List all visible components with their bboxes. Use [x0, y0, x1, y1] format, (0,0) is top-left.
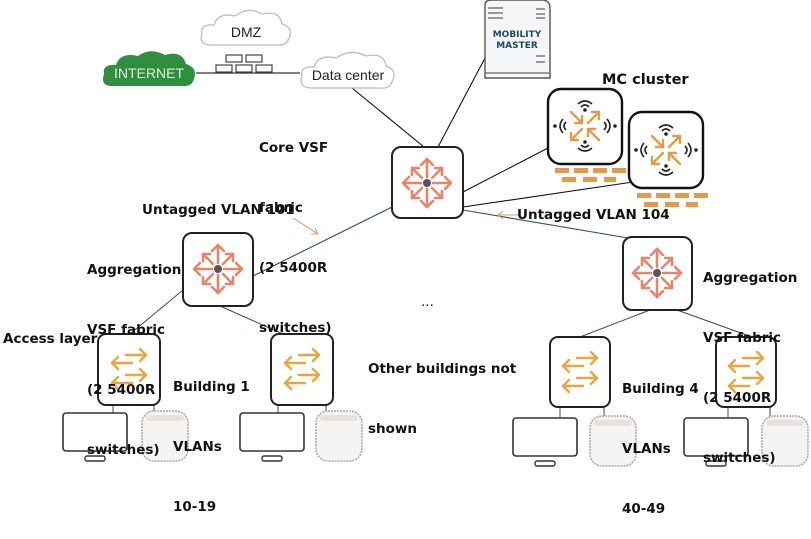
aggregation-label-line: switches) — [703, 450, 776, 466]
building-label-line: Building 4 — [622, 381, 699, 397]
core-label-line: Core VSF — [259, 140, 329, 156]
vlan101-pointer-arrow — [292, 217, 319, 235]
aggregation-label-line: (2 5400R — [703, 390, 772, 406]
other-buildings-line: Other buildings not — [368, 361, 517, 377]
access-layer-label: Access layer — [3, 331, 98, 347]
ellipsis-label: ... — [421, 294, 434, 310]
mobility-controller-1 — [546, 87, 626, 182]
building-label-line: 40-49 — [622, 501, 666, 517]
links — [112, 57, 771, 418]
aggregation-label-line: VSF fabric — [703, 330, 782, 346]
aggregation-label-line: VSF fabric — [87, 322, 166, 338]
mc-cluster-label: MC cluster — [602, 72, 689, 88]
aggregation-left-label: Aggregation VSF fabric (2 5400R switches… — [87, 220, 181, 480]
other-buildings-label: Other buildings not shown — [368, 319, 516, 459]
dmz-label: DMZ — [231, 24, 262, 40]
building-label-line: VLANs — [622, 441, 671, 457]
access-point-icon — [315, 410, 363, 462]
core-vsf-switch — [391, 146, 464, 219]
access-switch-b1-2 — [270, 333, 334, 406]
building-label-line: VLANs — [173, 439, 222, 455]
pc-monitor-icon — [512, 417, 578, 467]
building-label-line: Building 1 — [173, 379, 250, 395]
data-center-label: Data center — [312, 67, 385, 83]
aggregation-right-label: Aggregation VSF fabric (2 5400R switches… — [703, 228, 797, 488]
link-agg-left-access1 — [129, 289, 184, 335]
core-label-line: switches) — [259, 320, 332, 336]
link-core-agg-right — [462, 209, 629, 239]
building-4-label: Building 4 VLANs 40-49 — [622, 339, 699, 539]
mobility-master-label-line1: MOBILITY — [493, 30, 542, 40]
link-datacenter-core — [351, 87, 425, 148]
access-switch-b4-2 — [715, 336, 777, 408]
firewall-icon — [215, 54, 273, 73]
aggregation-label-line: (2 5400R — [87, 382, 156, 398]
core-label-line: (2 5400R — [259, 260, 328, 276]
core-label: Core VSF fabric (2 5400R switches) — [259, 98, 332, 358]
aggregation-switch-left — [182, 232, 254, 307]
mobility-controller-2 — [627, 110, 708, 207]
network-diagram: DMZ INTERNET Data center MOBILITY MASTER — [62, 0, 809, 467]
internet-cloud: INTERNET — [103, 51, 195, 87]
dmz-cloud: DMZ — [200, 9, 292, 46]
internet-label: INTERNET — [114, 65, 184, 81]
link-core-mc2 — [462, 181, 634, 208]
aggregation-label-line: Aggregation — [703, 270, 798, 286]
aggregation-label-line: switches) — [87, 442, 160, 458]
link-mm-core — [437, 57, 486, 148]
link-core-mc1 — [462, 147, 549, 193]
core-label-line: fabric — [259, 200, 303, 216]
vlan104-pointer-arrow — [497, 210, 520, 220]
link-agg-right-access1 — [579, 309, 651, 338]
mobility-master-label-line2: MASTER — [496, 41, 538, 51]
link-agg-right-access2 — [676, 309, 753, 338]
untagged-vlan-104-label: Untagged VLAN 104 — [517, 207, 670, 223]
access-switch-b1-1 — [97, 333, 161, 406]
access-switch-b4-1 — [549, 336, 611, 408]
link-agg-left-access2 — [219, 305, 284, 335]
other-buildings-line: shown — [368, 421, 418, 437]
untagged-vlan-101-label: Untagged VLAN 101 — [142, 202, 295, 218]
data-center-cloud: Data center — [300, 51, 395, 89]
building-1-label: Building 1 VLANs 10-19 — [173, 337, 250, 537]
building-label-line: 10-19 — [173, 499, 217, 515]
aggregation-switch-right — [622, 236, 693, 311]
mobility-master-device: MOBILITY MASTER — [484, 0, 551, 79]
link-core-agg-left — [252, 206, 393, 277]
aggregation-label-line: Aggregation — [87, 262, 182, 278]
